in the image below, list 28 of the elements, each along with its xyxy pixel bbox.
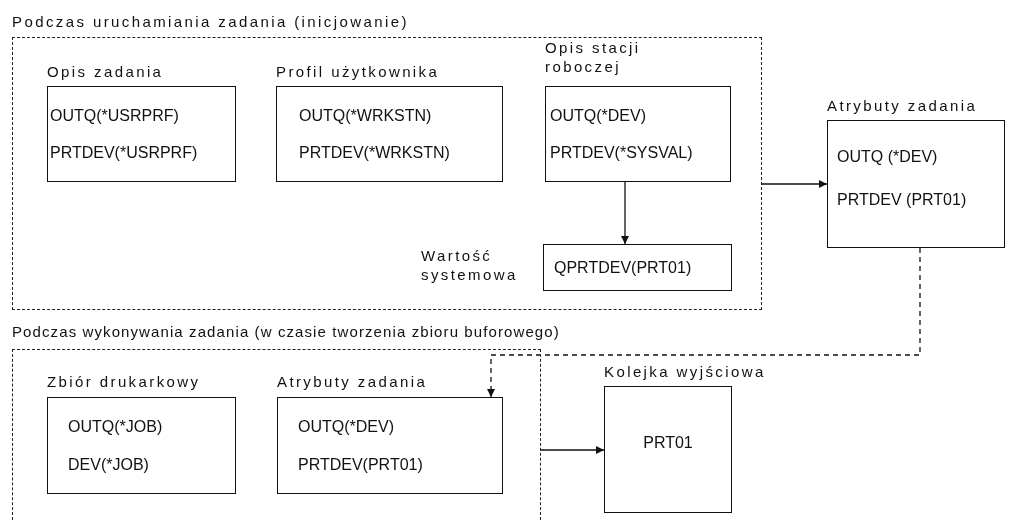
parameter-value: DEV(*JOB) xyxy=(68,455,150,474)
box-heading: Atrybuty zadania xyxy=(277,372,428,391)
parameter-value: OUTQ(*USRPRF) xyxy=(50,105,180,125)
parameter-value: OUTQ(*WRKSTN) xyxy=(299,105,433,125)
parameter-value: PRTDEV(PRT01) xyxy=(298,455,424,474)
box-heading: Opis stacji roboczej xyxy=(545,38,642,76)
section-heading: Podczas uruchamiania zadania (inicjowanie) xyxy=(12,12,409,31)
parameter-value: OUTQ (*DEV) xyxy=(837,147,939,166)
section-heading: Podczas wykonywania zadania (w czasie tworzenia zbioru buforowego) xyxy=(12,322,560,341)
parameter-value: OUTQ(*JOB) xyxy=(68,417,164,436)
dashed-arrow xyxy=(487,247,921,398)
parameter-value: QPRTDEV(PRT01) xyxy=(554,258,693,277)
parameter-value: PRTDEV(*SYSVAL) xyxy=(550,143,694,163)
arrow xyxy=(539,446,605,454)
box-heading: Atrybuty zadania xyxy=(827,96,978,115)
box-heading: Profil użytkownika xyxy=(276,62,440,81)
parameter-value: OUTQ(*DEV) xyxy=(550,105,647,125)
arrow xyxy=(760,180,828,188)
parameter-value: PRTDEV (PRT01) xyxy=(837,190,968,209)
box-heading: Kolejka wyjściowa xyxy=(604,362,766,381)
box-heading: Wartość systemowa xyxy=(421,246,519,284)
parameter-value: PRTDEV(*USRPRF) xyxy=(50,143,199,163)
arrow xyxy=(621,181,629,245)
box-heading: Zbiór drukarkowy xyxy=(47,372,201,391)
parameter-value: PRT01 xyxy=(643,433,693,452)
parameter-value: OUTQ(*DEV) xyxy=(298,417,395,436)
box-heading: Opis zadania xyxy=(47,62,164,81)
parameter-value: PRTDEV(*WRKSTN) xyxy=(299,143,451,163)
